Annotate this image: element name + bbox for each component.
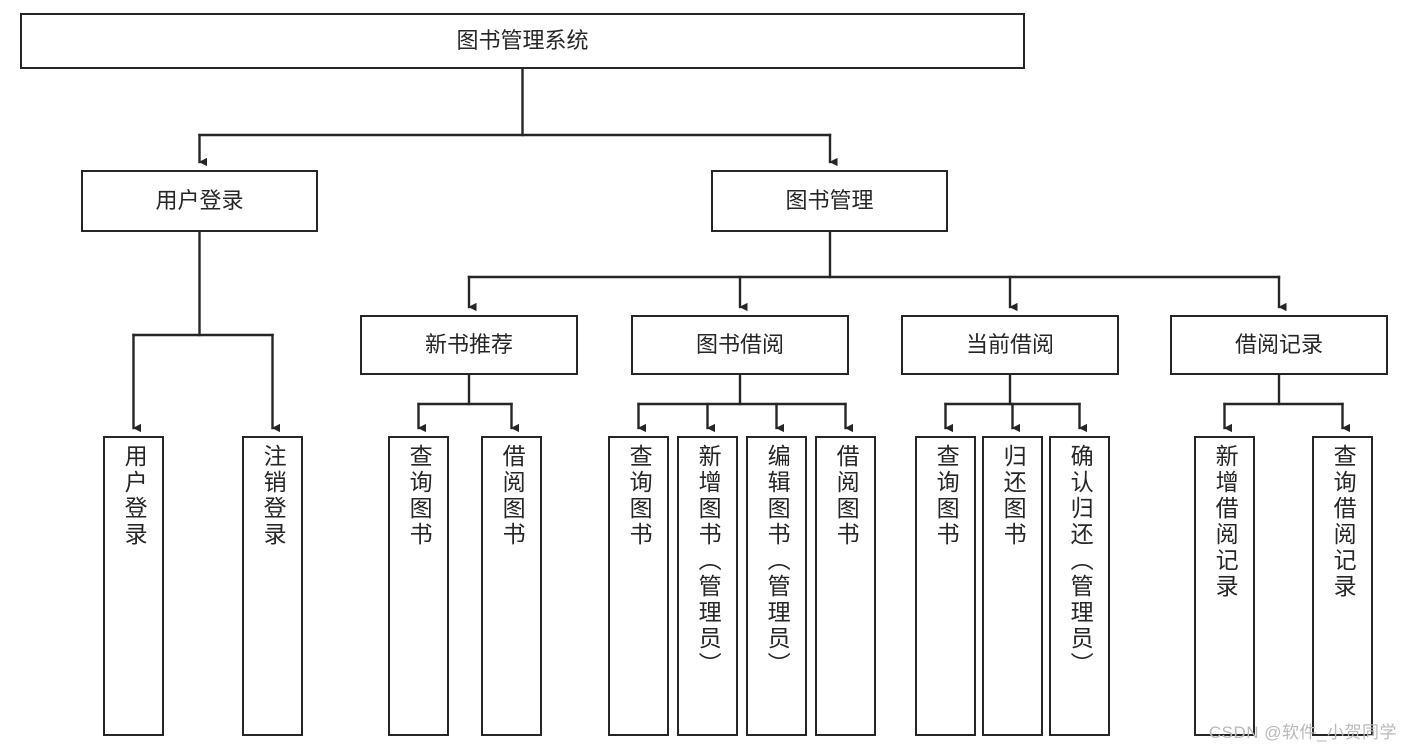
node-leaf-confirm-return-admin[interactable]: 确认归还（管理员） <box>1049 436 1110 736</box>
node-leaf-query-book-current-label: 查询图书 <box>933 444 960 548</box>
node-leaf-query-book-rec-label: 查询图书 <box>406 444 433 548</box>
node-leaf-confirm-return-admin-label: 确认归还（管理员） <box>1067 444 1094 678</box>
node-leaf-add-borrow-record-label: 新增借阅记录 <box>1212 444 1239 600</box>
node-user-login[interactable]: 用户登录 <box>81 170 318 232</box>
node-leaf-logout-login[interactable]: 注销登录 <box>242 436 303 736</box>
watermark: CSDN @软件_小贺同学 <box>1208 723 1397 742</box>
node-book-borrow-label: 图书借阅 <box>695 332 784 358</box>
node-leaf-query-book-current[interactable]: 查询图书 <box>915 436 976 736</box>
node-book-management[interactable]: 图书管理 <box>711 170 948 232</box>
node-leaf-query-book-borrow-label: 查询图书 <box>626 444 653 548</box>
node-book-borrow[interactable]: 图书借阅 <box>631 315 849 375</box>
node-leaf-query-borrow-record[interactable]: 查询借阅记录 <box>1312 436 1373 736</box>
node-leaf-query-book-rec[interactable]: 查询图书 <box>388 436 449 736</box>
node-root-label: 图书管理系统 <box>456 28 589 54</box>
node-leaf-return-book[interactable]: 归还图书 <box>982 436 1043 736</box>
node-borrow-record-label: 借阅记录 <box>1234 332 1323 358</box>
node-leaf-edit-book-admin[interactable]: 编辑图书（管理员） <box>746 436 807 736</box>
node-leaf-query-book-borrow[interactable]: 查询图书 <box>608 436 669 736</box>
node-root[interactable]: 图书管理系统 <box>20 13 1025 69</box>
node-new-book-recommend-label: 新书推荐 <box>424 332 513 358</box>
node-leaf-edit-book-admin-label: 编辑图书（管理员） <box>764 444 791 678</box>
node-leaf-return-book-label: 归还图书 <box>1000 444 1027 548</box>
node-leaf-add-book-admin[interactable]: 新增图书（管理员） <box>677 436 738 736</box>
node-leaf-borrow-book[interactable]: 借阅图书 <box>815 436 876 736</box>
node-leaf-add-borrow-record[interactable]: 新增借阅记录 <box>1194 436 1255 736</box>
node-leaf-borrow-book-rec-label: 借阅图书 <box>499 444 526 548</box>
node-current-borrow[interactable]: 当前借阅 <box>901 315 1119 375</box>
node-leaf-borrow-book-rec[interactable]: 借阅图书 <box>481 436 542 736</box>
node-leaf-logout-login-label: 注销登录 <box>260 444 287 548</box>
node-user-login-label: 用户登录 <box>155 188 244 214</box>
node-leaf-add-book-admin-label: 新增图书（管理员） <box>695 444 722 678</box>
node-leaf-user-login-label: 用户登录 <box>121 444 148 548</box>
node-borrow-record[interactable]: 借阅记录 <box>1170 315 1388 375</box>
node-new-book-recommend[interactable]: 新书推荐 <box>360 315 578 375</box>
node-leaf-query-borrow-record-label: 查询借阅记录 <box>1330 444 1357 600</box>
node-current-borrow-label: 当前借阅 <box>965 332 1054 358</box>
node-leaf-user-login[interactable]: 用户登录 <box>103 436 164 736</box>
node-leaf-borrow-book-label: 借阅图书 <box>833 444 860 548</box>
node-book-management-label: 图书管理 <box>785 188 874 214</box>
